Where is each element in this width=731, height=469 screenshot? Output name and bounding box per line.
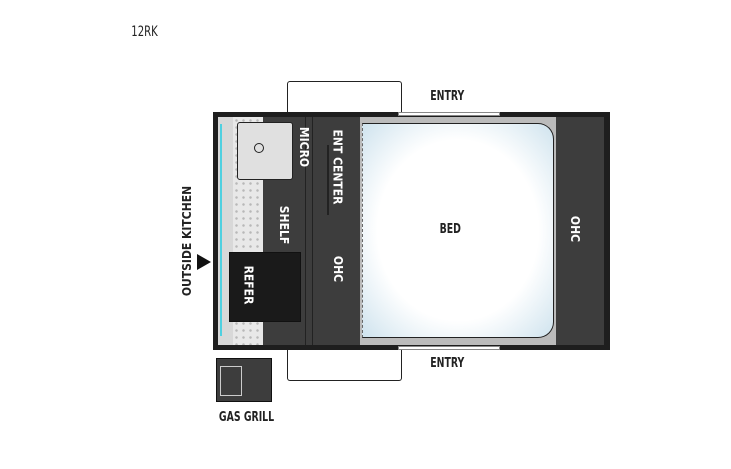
micro-label: MICRO bbox=[297, 126, 312, 168]
entry-bottom-label: ENTRY bbox=[430, 356, 465, 371]
entry-door-top-swing bbox=[287, 81, 402, 114]
ohc-front-label: OHC bbox=[331, 255, 346, 283]
outside-kitchen-label: OUTSIDE KITCHEN bbox=[180, 185, 195, 297]
rear-ohc bbox=[556, 117, 604, 345]
refrigerator bbox=[229, 252, 301, 322]
grill-burner-icon bbox=[220, 366, 242, 396]
ent-center-mount bbox=[327, 145, 329, 215]
divider bbox=[305, 117, 306, 345]
entry-top-label: ENTRY bbox=[430, 89, 465, 104]
ohc-rear-label: OHC bbox=[568, 215, 583, 243]
gas-grill-label: GAS GRILL bbox=[218, 410, 275, 425]
outside-kitchen-hatch bbox=[220, 124, 222, 336]
arrow-right-icon bbox=[197, 254, 211, 270]
refer-label: REFER bbox=[241, 265, 256, 305]
divider bbox=[312, 117, 313, 345]
ent-center-label: ENT CENTER bbox=[330, 129, 345, 205]
sink-drain-icon bbox=[254, 143, 264, 153]
entry-door-bottom-swing bbox=[287, 348, 402, 381]
shelf-label: SHELF bbox=[277, 205, 292, 245]
model-title: 12RK bbox=[131, 24, 158, 40]
entry-door-top[interactable] bbox=[398, 112, 500, 116]
entry-door-bottom[interactable] bbox=[398, 346, 500, 350]
bed bbox=[362, 123, 554, 338]
gas-grill bbox=[216, 358, 272, 402]
sink bbox=[237, 122, 293, 180]
bed-label: BED bbox=[439, 222, 461, 237]
